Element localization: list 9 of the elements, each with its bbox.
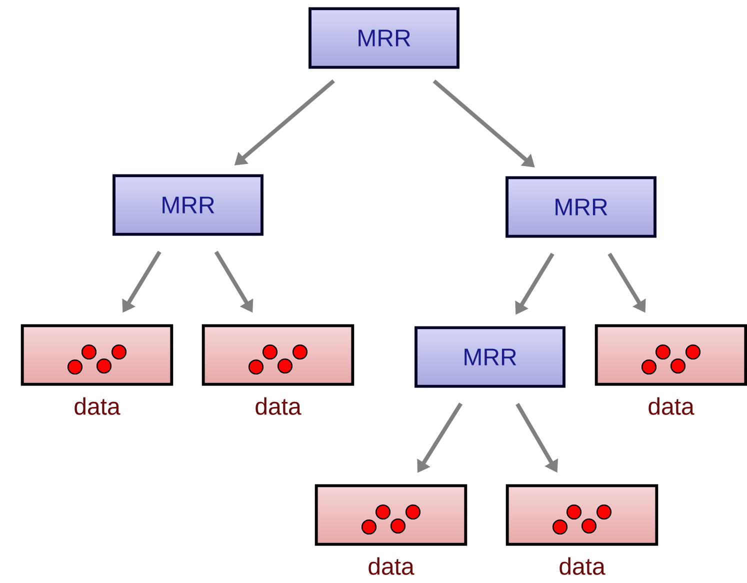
data-label: data (648, 397, 694, 415)
process-box: MRR (506, 176, 656, 238)
data-label: data (560, 557, 606, 575)
data-label: data (74, 397, 120, 415)
process-box: MRR (308, 7, 460, 69)
process-box: MRR (112, 174, 264, 236)
data-label: data (256, 397, 302, 415)
process-box: MRR (414, 326, 566, 388)
data-label: data (368, 557, 414, 575)
